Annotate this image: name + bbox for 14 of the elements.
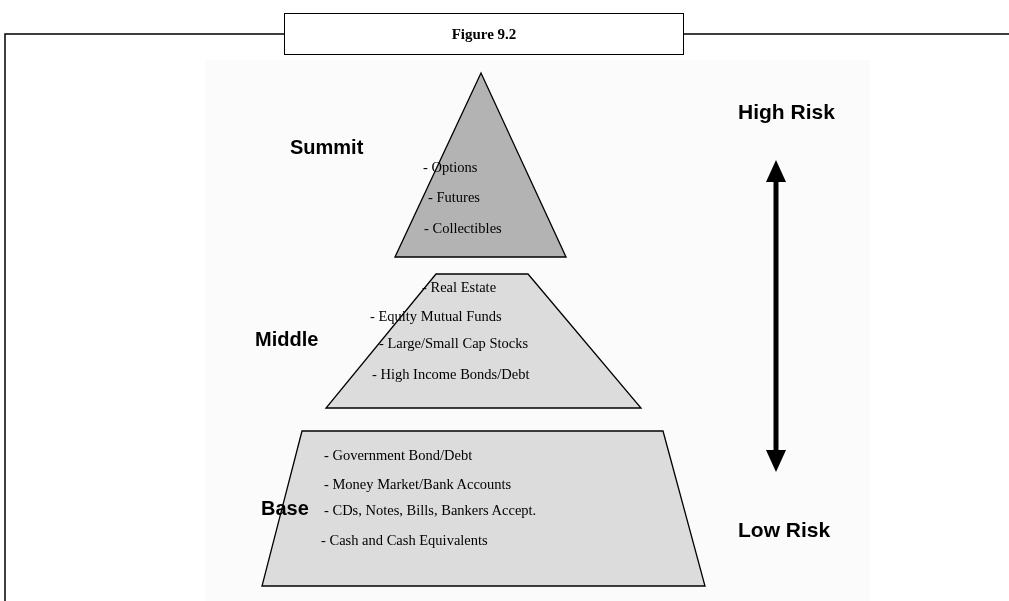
investment-item: - Cash and Cash Equivalents	[321, 532, 488, 549]
risk-label: High Risk	[738, 100, 835, 124]
investment-item: - Collectibles	[424, 220, 502, 237]
investment-item: - Real Estate	[422, 279, 497, 296]
tier-heading: Middle	[255, 328, 319, 351]
tier-heading: Summit	[290, 136, 364, 159]
investment-item: - Futures	[428, 189, 480, 206]
figure-title: Figure 9.2	[284, 13, 684, 55]
investment-item: - Government Bond/Debt	[324, 447, 473, 464]
investment-item: - Large/Small Cap Stocks	[379, 335, 529, 352]
risk-label: Low Risk	[738, 518, 831, 542]
investment-item: - Money Market/Bank Accounts	[324, 476, 512, 493]
investment-item: - High Income Bonds/Debt	[372, 366, 530, 383]
investment-item: - CDs, Notes, Bills, Bankers Accept.	[324, 502, 537, 519]
